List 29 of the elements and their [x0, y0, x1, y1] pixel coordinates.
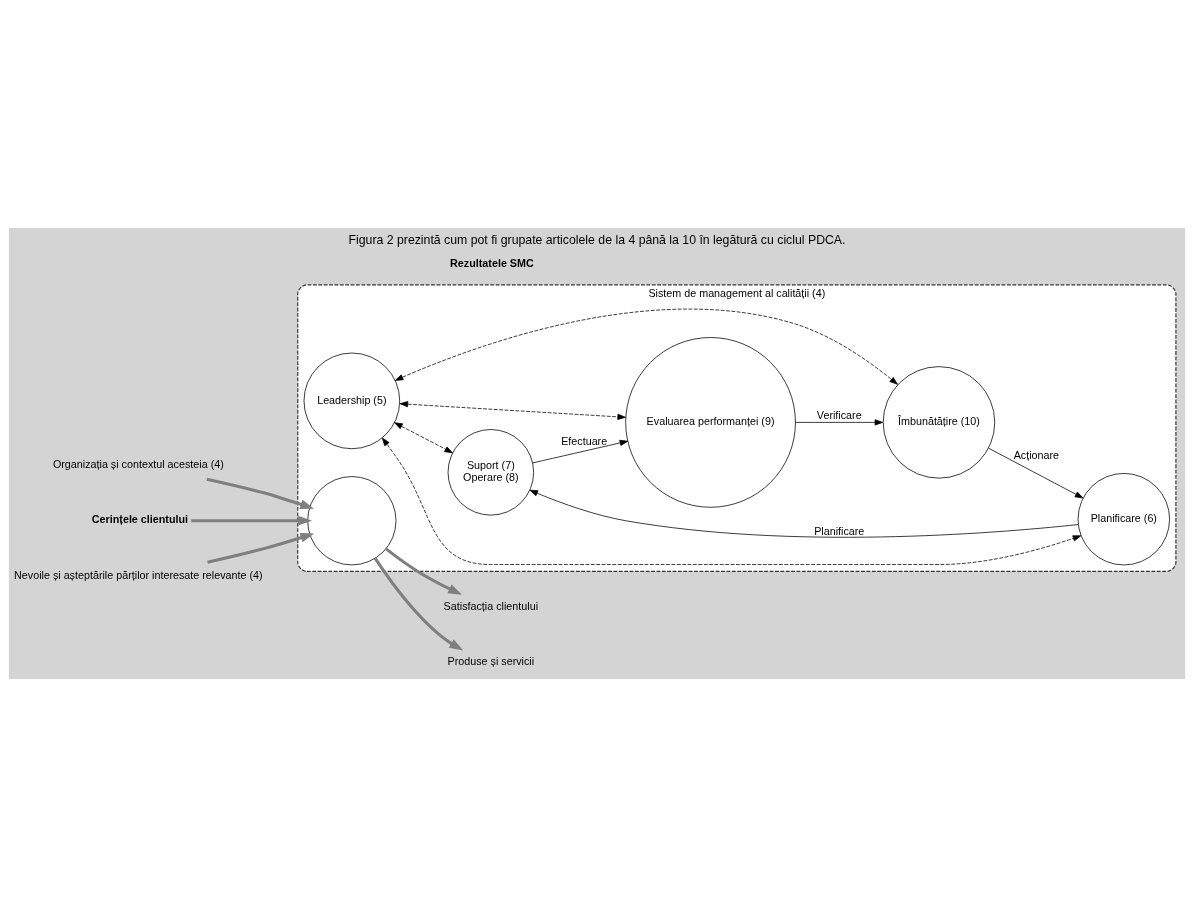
arrow	[206, 477, 315, 509]
arrow	[394, 308, 898, 385]
edge-label: Verificare	[816, 409, 862, 422]
arrow	[399, 401, 626, 420]
node-circle: Evaluarea performanței (9)	[625, 337, 796, 508]
node-text: Nevoile și așteptările părților interesate relevante (4)	[14, 568, 263, 581]
edge-label: Planificare	[814, 524, 865, 537]
arrow	[988, 447, 1084, 499]
arrow	[795, 419, 884, 426]
arrow	[191, 515, 313, 526]
diagram-title: Figura 2 prezintă cum pot fi grupate articolele de la 4 până la 10 în legătură cu ciclul PDCA.	[348, 232, 846, 247]
node-circle: Planificare (6)	[1077, 473, 1170, 566]
node-text: Cerințele clientului	[91, 512, 189, 525]
node-circle: Îmbunătățire (10)	[882, 366, 996, 479]
node-circle	[307, 476, 397, 566]
arrow	[385, 547, 462, 595]
arrow	[381, 437, 1082, 565]
edge-label: Efectuare	[561, 434, 608, 447]
label: Rezultatele SMC	[450, 256, 534, 269]
arrow	[394, 422, 453, 454]
arrow	[532, 439, 629, 464]
node-text: Organizația și contextul acesteia (4)	[52, 458, 224, 471]
arrow	[373, 557, 464, 651]
node-circle: Suport (7) Operare (8)	[447, 429, 535, 516]
edge-label: Acționare	[1013, 449, 1060, 462]
node-text: Produse și servicii	[447, 654, 535, 667]
node-text: Satisfacția clientului	[443, 599, 539, 612]
arrow	[207, 533, 315, 564]
arrow	[529, 489, 1079, 538]
